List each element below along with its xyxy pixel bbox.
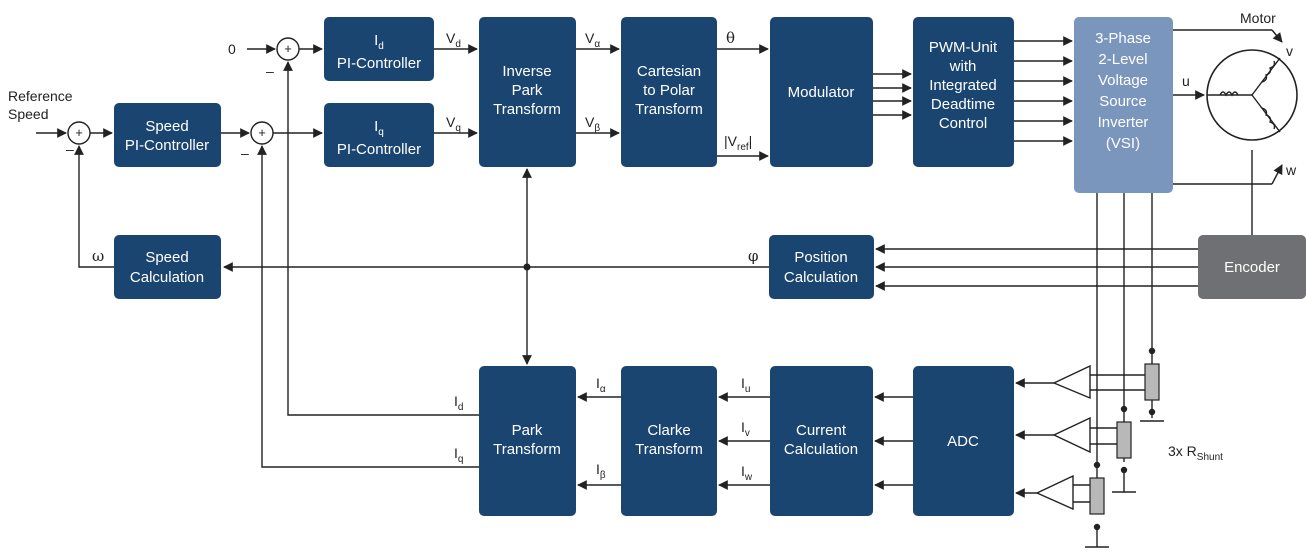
svg-text:PWM-Unit: PWM-Unit (929, 39, 998, 56)
svg-text:ADC: ADC (947, 433, 979, 450)
zero-input-label: 0 (228, 41, 236, 57)
svg-text:Integrated: Integrated (929, 77, 997, 94)
svg-text:Position: Position (794, 249, 847, 266)
sum-junction-iq: + (250, 121, 274, 145)
svg-text:Modulator: Modulator (788, 84, 855, 101)
svg-text:Encoder: Encoder (1224, 259, 1280, 276)
omega-label: ω (92, 247, 104, 265)
cartesian-to-polar-block: Cartesian to Polar Transform (621, 17, 717, 167)
iq-pi-controller-block: Iq PI-Controller (324, 103, 434, 167)
svg-text:Inverse: Inverse (502, 63, 551, 80)
id-feedback-label: Id (454, 393, 463, 413)
speed-calculation-block: Speed Calculation (114, 235, 221, 299)
clarke-transform-block: Clarke Transform (621, 366, 717, 516)
vd-label: Vd (446, 30, 461, 50)
current-calculation-block: Current Calculation (770, 366, 873, 516)
svg-text:Control: Control (939, 115, 987, 132)
svg-text:Calculation: Calculation (130, 269, 204, 286)
reference-speed-label: Reference (8, 88, 73, 104)
svg-text:3-Phase: 3-Phase (1095, 30, 1151, 47)
i-alpha-label: Iα (596, 375, 606, 395)
phase-v-label: v (1286, 43, 1293, 59)
position-calculation-block: Position Calculation (769, 235, 874, 299)
phase-u-label: u (1182, 73, 1190, 89)
svg-text:Voltage: Voltage (1098, 72, 1148, 89)
svg-text:Iq: Iq (374, 118, 384, 138)
signal-labels: Reference Speed 0 – – – Vd Vq Vα Vβ θ |V… (8, 29, 759, 483)
encoder-block: Encoder (1198, 235, 1306, 299)
phi-label: φ (748, 247, 759, 265)
svg-text:Speed: Speed (8, 106, 48, 122)
pwm-unit-block: PWM-Unit with Integrated Deadtime Contro… (913, 17, 1014, 167)
svg-text:2-Level: 2-Level (1098, 51, 1147, 68)
v-beta-label: Vβ (585, 114, 600, 134)
svg-text:+: + (258, 125, 266, 140)
svg-text:PI-Controller: PI-Controller (125, 137, 209, 154)
svg-text:Speed: Speed (145, 249, 188, 266)
svg-text:to Polar: to Polar (643, 82, 695, 99)
vq-label: Vq (446, 114, 461, 134)
svg-text:Deadtime: Deadtime (931, 96, 995, 113)
svg-text:Transform: Transform (493, 101, 561, 118)
i-v-label: Iv (741, 419, 750, 439)
svg-text:Transform: Transform (635, 101, 703, 118)
motor-label: Motor (1240, 10, 1276, 26)
forward-wires (36, 36, 1073, 161)
motor-symbol: Motor u v w (1173, 10, 1298, 185)
current-sensing: 3x RShunt (1015, 193, 1223, 548)
svg-text:Calculation: Calculation (784, 269, 858, 286)
iq-feedback-label: Iq (454, 445, 463, 465)
modulator-block: Modulator (770, 17, 873, 167)
svg-text:PI-Controller: PI-Controller (337, 141, 421, 158)
i-w-label: Iw (741, 463, 753, 483)
v-ref-label: |Vref| (724, 133, 752, 153)
theta-label: θ (726, 29, 735, 47)
park-transform-block: Park Transform (479, 366, 576, 516)
svg-text:Park: Park (512, 422, 543, 439)
phase-w-label: w (1285, 162, 1297, 178)
svg-text:(VSI): (VSI) (1106, 135, 1140, 152)
i-beta-label: Iβ (596, 461, 606, 481)
svg-text:Transform: Transform (493, 441, 561, 458)
svg-text:Calculation: Calculation (784, 441, 858, 458)
feedback-wires (74, 61, 1253, 490)
sum-junction-id: + (276, 37, 300, 61)
svg-text:PI-Controller: PI-Controller (337, 55, 421, 72)
svg-text:Id: Id (374, 32, 384, 52)
v-alpha-label: Vα (585, 30, 600, 50)
svg-text:+: + (284, 41, 292, 56)
svg-text:Inverter: Inverter (1098, 114, 1149, 131)
svg-text:+: + (75, 125, 83, 140)
svg-text:Source: Source (1099, 93, 1147, 110)
shunt-label: 3x RShunt (1168, 443, 1223, 463)
id-pi-controller-block: Id PI-Controller (324, 17, 434, 81)
speed-pi-controller-block: Speed PI-Controller (114, 103, 221, 167)
svg-text:Current: Current (796, 422, 847, 439)
svg-text:with: with (949, 58, 977, 75)
svg-text:Clarke: Clarke (647, 422, 690, 439)
vsi-block: 3-Phase 2-Level Voltage Source Inverter … (1074, 17, 1173, 193)
svg-text:Transform: Transform (635, 441, 703, 458)
adc-block: ADC (913, 366, 1014, 516)
svg-text:Park: Park (512, 82, 543, 99)
minus-speed: – (66, 141, 74, 157)
svg-text:Cartesian: Cartesian (637, 63, 701, 80)
minus-iq: – (241, 145, 249, 161)
i-u-label: Iu (741, 375, 750, 395)
inverse-park-transform-block: Inverse Park Transform (479, 17, 576, 167)
svg-text:Speed: Speed (145, 118, 188, 135)
minus-id: – (266, 63, 274, 79)
